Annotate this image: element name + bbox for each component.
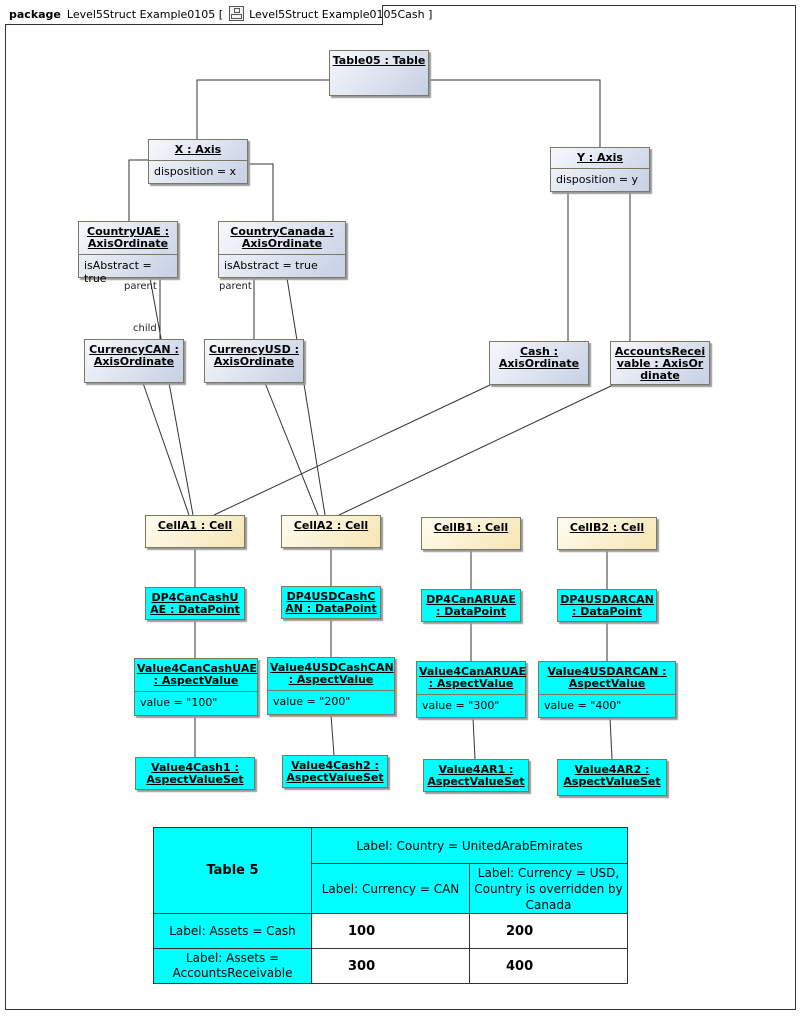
node-countryuae[interactable]: CountryUAE : AxisOrdinate isAbstract = t… [78,221,178,285]
node-attribute: isAbstract = true [219,254,345,276]
node-x-axis[interactable]: X : Axis disposition = x [148,139,248,184]
table-5: Table 5 Label: Country = UnitedArabEmira… [153,827,628,984]
node-cash[interactable]: Cash : AxisOrdinate [489,341,589,385]
node-title: CellB2 : Cell [569,521,645,534]
node-attribute: value = "200" [268,690,394,712]
node-title: DP4USDARCAN : DataPoint [560,593,654,618]
node-countrycanada[interactable]: CountryCanada : AxisOrdinate isAbstract … [218,221,346,278]
link-table-y [429,79,601,147]
link-avb2-avsb2 [609,717,613,760]
value-cell: 300 [311,948,470,984]
node-dp-a1[interactable]: DP4CanCashUAE : DataPoint [145,587,245,620]
node-title: Y : Axis [577,151,623,164]
node-y-axis[interactable]: Y : Axis disposition = y [550,147,650,192]
node-attribute: disposition = x [149,160,247,182]
node-cella2[interactable]: CellA2 : Cell [281,515,381,548]
node-avs-a2[interactable]: Value4Cash2 : AspectValueSet [282,755,388,788]
node-title: Value4Cash2 : AspectValueSet [286,759,384,784]
node-cellb2[interactable]: CellB2 : Cell [557,517,657,550]
node-title: X : Axis [174,143,222,156]
node-title: Value4USDARCAN : AspectValue [547,665,667,690]
node-title: AccountsReceivable : AxisOrdinate [614,345,706,382]
bracket-open: [ [218,8,224,21]
node-title: CurrencyUSD : AxisOrdinate [209,343,299,368]
node-title: DP4CanCashUAE : DataPoint [150,591,240,616]
node-title: Value4CanCashUAE : AspectValue [137,662,257,687]
node-title: Value4USDCashCAN : AspectValue [270,661,394,686]
link-countryuae-cella1 [149,277,194,516]
role-label-child: child [133,323,157,334]
link-cash-cella1 [213,384,491,516]
node-accountsreceivable[interactable]: AccountsReceivable : AxisOrdinate [610,341,710,385]
node-title: CountryUAE : AxisOrdinate [87,225,169,250]
package-tab: package Level5Struct Example0105 [ Level5… [5,5,432,25]
node-av-b2[interactable]: Value4USDARCAN : AspectValue value = "40… [538,661,676,718]
node-av-a2[interactable]: Value4USDCashCAN : AspectValue value = "… [267,657,395,715]
link-table-x [196,79,329,139]
package-name: Level5Struct Example0105 [66,8,216,21]
node-av-b1[interactable]: Value4CanARUAE : AspectValue value = "30… [416,661,526,718]
node-attribute: value = "300" [417,694,525,716]
node-title: Value4CanARUAE : AspectValue [419,665,526,690]
node-title: DP4USDCashCAN : DataPoint [285,590,377,615]
link-currencyusd-cella2 [264,382,319,516]
row-header-cash: Label: Assets = Cash [153,913,312,949]
node-avs-a1[interactable]: Value4Cash1 : AspectValueSet [135,757,255,790]
value-cell: 200 [469,913,628,949]
node-title: CountryCanada : AxisOrdinate [230,225,334,250]
node-dp-b1[interactable]: DP4CanARUAE : DataPoint [421,589,521,622]
node-title: CellA1 : Cell [157,519,233,532]
link-ar-cella2 [338,384,614,516]
node-title: DP4CanARUAE : DataPoint [426,593,516,618]
node-title: Value4Cash1 : AspectValueSet [146,761,244,786]
value-cell: 400 [469,948,628,984]
column-header-usd: Label: Currency = USD, Country is overri… [469,863,628,914]
row-header-ar: Label: Assets = AccountsReceivable [153,948,312,984]
package-keyword: package [9,8,61,21]
link-countrycanada-cella2 [286,277,326,516]
link-x-countryuae [128,159,149,221]
link-currencycan-cella1 [142,382,190,516]
table-title: Table 5 [153,827,312,914]
diagram-frame [5,5,796,1010]
node-title: Cash : AxisOrdinate [498,345,580,370]
node-table05[interactable]: Table05 : Table [329,50,429,96]
node-title: Table05 : Table [332,54,426,67]
node-title: CellA2 : Cell [293,519,369,532]
country-header: Label: Country = UnitedArabEmirates [311,827,628,864]
node-dp-b2[interactable]: DP4USDARCAN : DataPoint [557,589,657,622]
node-dp-a2[interactable]: DP4USDCashCAN : DataPoint [281,586,381,619]
column-header-can: Label: Currency = CAN [311,863,470,914]
link-x-countrycanada [248,163,274,221]
node-currencyusd[interactable]: CurrencyUSD : AxisOrdinate [204,339,304,383]
node-currencycan[interactable]: CurrencyCAN : AxisOrdinate [84,339,184,383]
link-ava2-avsa2 [330,714,335,756]
node-title: CurrencyCAN : AxisOrdinate [89,343,179,368]
node-title: Value4AR1 : AspectValueSet [427,763,525,788]
node-attribute: value = "400" [539,694,675,716]
node-av-a1[interactable]: Value4CanCashUAE : AspectValue value = "… [134,658,258,716]
link-avb1-avsb1 [472,717,476,760]
node-cellb1[interactable]: CellB1 : Cell [421,517,521,550]
node-attribute: value = "100" [135,691,257,713]
role-label-parent: parent [124,281,157,292]
value-cell: 100 [311,913,470,949]
node-avs-b2[interactable]: Value4AR2 : AspectValueSet [557,759,667,796]
diagram-name[interactable]: Level5Struct Example0105Cash [249,8,425,21]
node-title: CellB1 : Cell [433,521,509,534]
bracket-close: ] [428,8,433,21]
node-avs-b1[interactable]: Value4AR1 : AspectValueSet [423,759,529,792]
node-attribute: isAbstract = true [79,254,177,289]
node-attribute: disposition = y [551,168,649,190]
role-label-parent: parent [219,281,252,292]
node-title: Value4AR2 : AspectValueSet [563,763,661,788]
node-cella1[interactable]: CellA1 : Cell [145,515,245,548]
package-diagram-icon [228,6,244,21]
